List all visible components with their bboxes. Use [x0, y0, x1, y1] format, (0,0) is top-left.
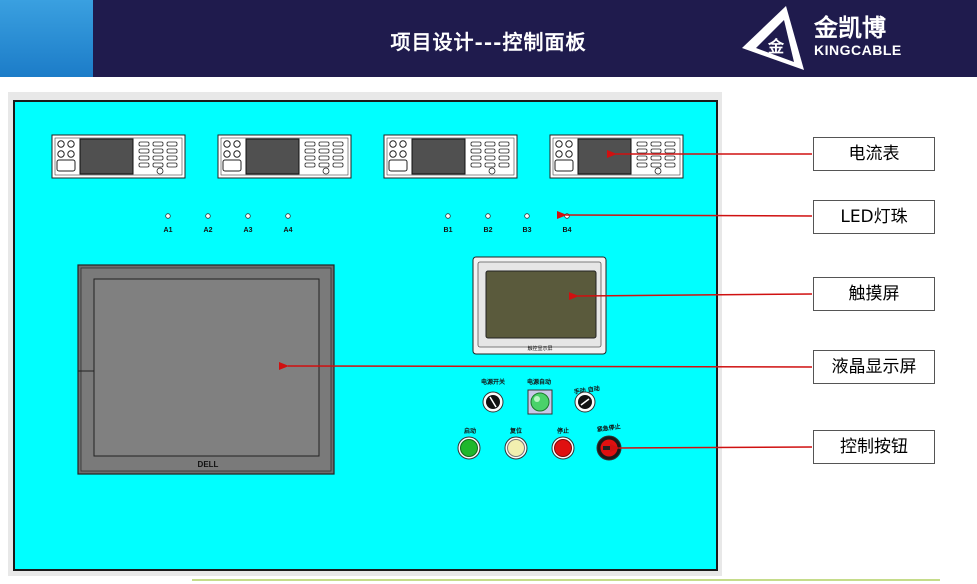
- meter-key[interactable]: [57, 150, 65, 158]
- meter-key[interactable]: [555, 150, 563, 158]
- meter-key[interactable]: [57, 140, 65, 148]
- button-label: 停止: [557, 427, 569, 435]
- led-label: B1: [444, 227, 453, 234]
- meter-key[interactable]: [223, 150, 231, 158]
- button-label: 启动: [464, 427, 476, 435]
- led-label: A2: [204, 227, 213, 234]
- meter-key[interactable]: [565, 150, 573, 158]
- touchscreen-arrow: [568, 292, 813, 301]
- callout-touchscreen: 触摸屏: [813, 277, 935, 311]
- led-label: B3: [523, 227, 532, 234]
- svg-text:金: 金: [767, 37, 785, 56]
- led-label: A4: [284, 227, 293, 234]
- meter-key[interactable]: [565, 140, 573, 148]
- led-arrow: [556, 210, 813, 219]
- manual-auto-switch[interactable]: [574, 391, 596, 413]
- bottom-divider: [192, 579, 940, 581]
- led-indicator: A2: [204, 213, 213, 234]
- ammeter: [383, 134, 518, 179]
- meter-key[interactable]: [67, 150, 75, 158]
- lcd-monitor: DELL: [77, 264, 335, 475]
- callout-arrows: [278, 150, 813, 453]
- meter-key[interactable]: [223, 140, 231, 148]
- meter-key[interactable]: [233, 150, 241, 158]
- meter-key[interactable]: [233, 140, 241, 148]
- switch-row: 电源开关 电源自动 手动 自动: [481, 378, 600, 415]
- led-indicator: A4: [284, 213, 293, 234]
- meter-key[interactable]: [555, 140, 563, 148]
- callout-led: LED灯珠: [813, 200, 935, 234]
- meter-key[interactable]: [67, 140, 75, 148]
- meter-key[interactable]: [389, 150, 397, 158]
- switch-label: 电源自动: [527, 378, 551, 386]
- led-label: A1: [164, 227, 173, 234]
- led-indicator: B2: [484, 213, 493, 234]
- stop-button[interactable]: [551, 436, 575, 460]
- led-label: B2: [484, 227, 493, 234]
- lcd-arrow: [278, 361, 813, 370]
- led-indicator: A1: [164, 213, 173, 234]
- switch-label: 手动 自动: [573, 384, 600, 396]
- ammeter: [51, 134, 186, 179]
- led-label: B4: [563, 227, 572, 234]
- logo-english-text: KINGCABLE: [814, 42, 902, 58]
- start-button[interactable]: [457, 436, 481, 460]
- led-indicator: B1: [444, 213, 453, 234]
- switch-label: 电源开关: [481, 378, 505, 386]
- power-auto-indicator[interactable]: [527, 389, 553, 415]
- meter-display: [577, 138, 632, 175]
- led-indicator: B4: [563, 213, 572, 234]
- header-bar: 项目设计---控制面板 金 金凯博 KINGCABLE: [0, 0, 977, 77]
- ammeter: [549, 134, 684, 179]
- callout-ammeter: 电流表: [813, 137, 935, 171]
- meter-display: [245, 138, 300, 175]
- header-accent-block: [0, 0, 93, 77]
- meter-display: [79, 138, 134, 175]
- touchscreen[interactable]: 触控显示屏: [472, 256, 607, 355]
- meter-display: [411, 138, 466, 175]
- button-label: 复位: [509, 427, 522, 435]
- button-label: 紧急停止: [596, 422, 621, 433]
- led-indicator: A3: [244, 213, 253, 234]
- logo-chinese-text: 金凯博: [814, 14, 886, 42]
- meter-key[interactable]: [399, 140, 407, 148]
- page-title: 项目设计---控制面板: [390, 30, 587, 54]
- kingcable-logo: 金 金凯博 KINGCABLE: [738, 4, 968, 74]
- callout-lcd: 液晶显示屏: [813, 350, 935, 384]
- logo-triangle-icon: 金: [742, 6, 804, 70]
- button-row: 启动 复位 停止 紧急停止: [457, 422, 622, 461]
- monitor-brand-label: DELL: [198, 460, 219, 469]
- buttons-arrow: [609, 444, 813, 453]
- touchscreen-caption: 触控显示屏: [527, 345, 552, 352]
- meter-key[interactable]: [399, 150, 407, 158]
- emergency-stop-button[interactable]: [596, 435, 622, 461]
- ammeter: [217, 134, 352, 179]
- power-switch[interactable]: [482, 391, 504, 413]
- meter-key[interactable]: [389, 140, 397, 148]
- callout-buttons: 控制按钮: [813, 430, 935, 464]
- reset-button[interactable]: [504, 436, 528, 460]
- led-indicator: B3: [523, 213, 532, 234]
- led-label: A3: [244, 227, 253, 234]
